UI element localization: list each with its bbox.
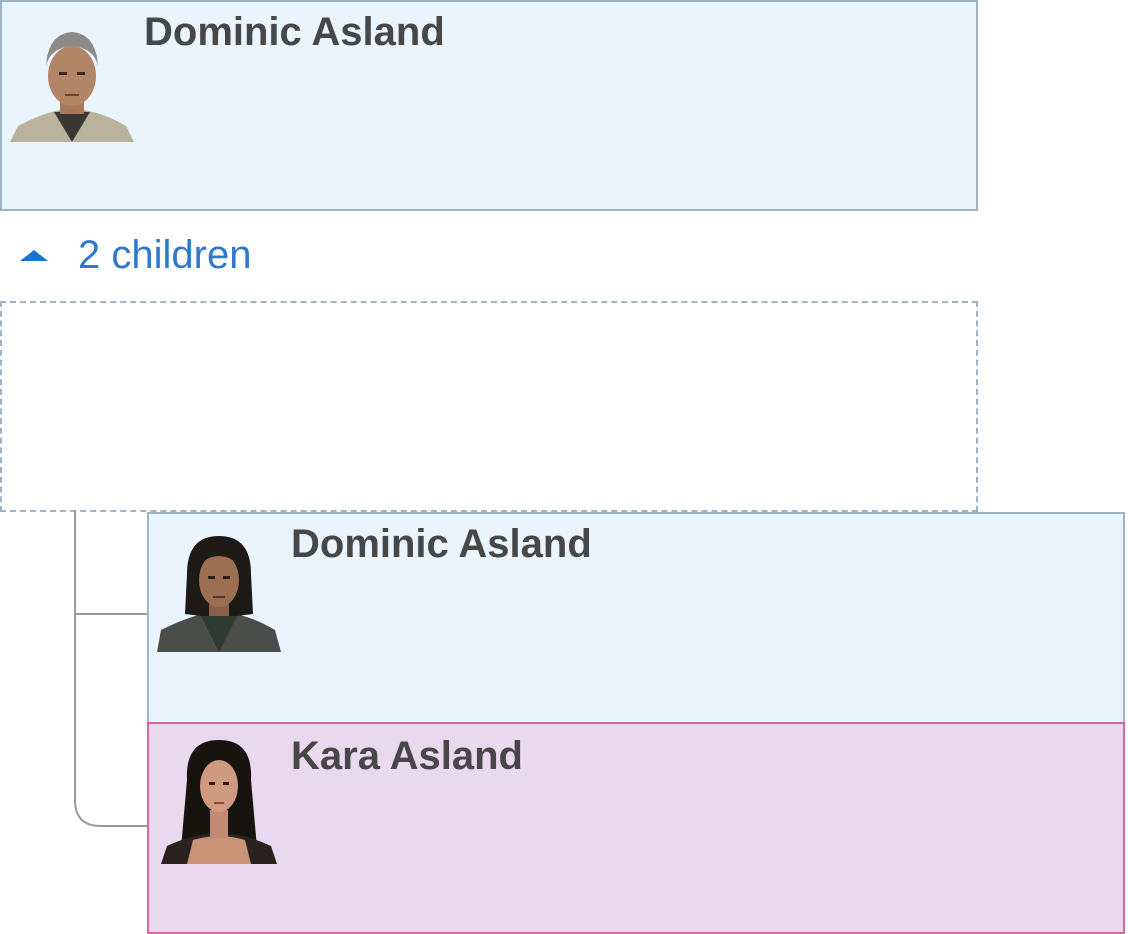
children-count-label: 2 children [78, 233, 252, 277]
partner-placeholder [0, 301, 978, 512]
young-man-portrait-icon [157, 534, 281, 652]
older-man-portrait-icon [10, 26, 134, 142]
child-person-card[interactable]: Dominic Asland [147, 512, 1125, 724]
woman-portrait-icon [157, 736, 281, 864]
children-toggle-button[interactable]: 2 children [20, 230, 251, 280]
person-name[interactable]: Kara Asland [291, 734, 523, 778]
person-name[interactable]: Dominic Asland [144, 10, 445, 54]
parent-person-card[interactable]: Dominic Asland [0, 0, 978, 211]
chevron-up-icon [20, 249, 48, 261]
child-person-card[interactable]: Kara Asland [147, 722, 1125, 934]
person-name[interactable]: Dominic Asland [291, 522, 592, 566]
